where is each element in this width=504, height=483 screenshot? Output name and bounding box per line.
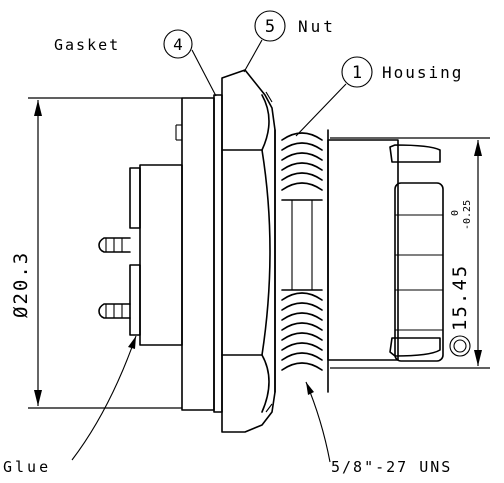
flange-diameter-dimension <box>28 97 182 409</box>
body-diameter-text: 15.45 <box>449 264 471 331</box>
body-diameter-dimension <box>330 137 490 369</box>
flange-diameter-text: Ø20.3 <box>10 251 32 318</box>
housing-balloon <box>295 56 373 137</box>
housing-balloon-number: 1 <box>352 63 362 83</box>
thread-label: 5/8"-27 UNS <box>331 458 452 476</box>
gasket <box>213 94 223 413</box>
nut <box>221 69 276 433</box>
nut-label: Nut <box>298 17 336 36</box>
threaded-section <box>274 129 329 393</box>
rear-block <box>129 164 183 346</box>
glue-leader <box>71 335 137 461</box>
glue-label: Glue <box>3 458 51 476</box>
concentricity-symbol <box>449 335 471 357</box>
contact-pins <box>98 237 131 319</box>
tolerance-lower: -0.25 <box>462 200 473 230</box>
housing-body <box>327 139 444 362</box>
gasket-balloon <box>163 29 217 97</box>
nut-balloon-number: 5 <box>265 17 275 37</box>
tolerance-upper: 0 <box>450 210 461 216</box>
gasket-label: Gasket <box>54 36 120 54</box>
nut-balloon <box>243 10 286 73</box>
gasket-balloon-number: 4 <box>173 35 183 54</box>
housing-label: Housing <box>382 63 463 82</box>
